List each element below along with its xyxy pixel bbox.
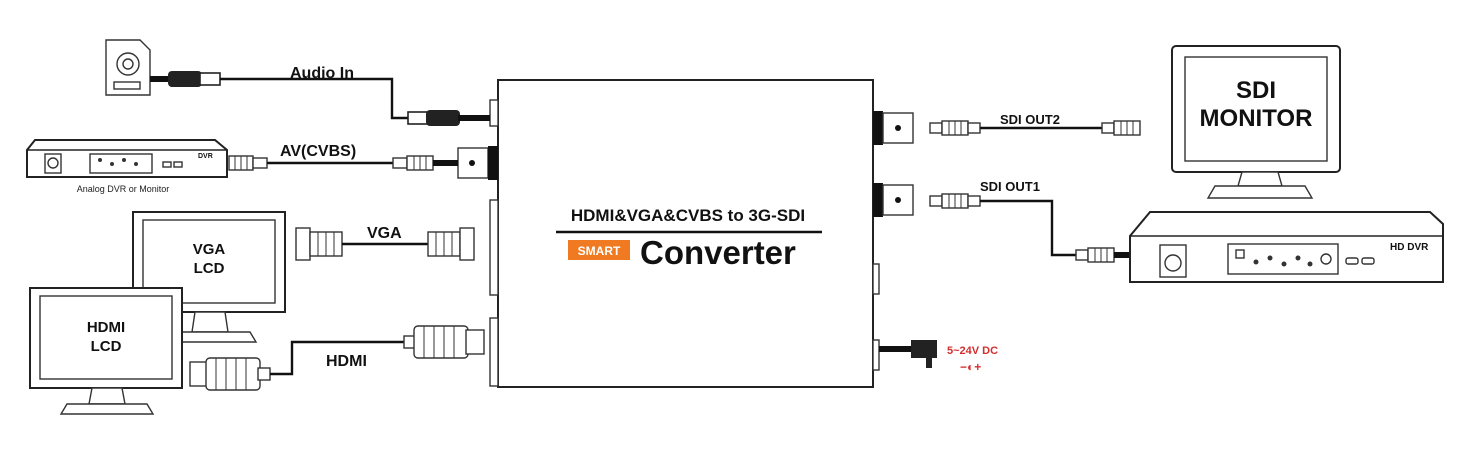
sdi-monitor-line2: MONITOR [1200,105,1313,132]
sdi-out2-cable [929,120,1141,136]
hdmi-label: HDMI [326,353,367,370]
smart-badge-bg [568,240,630,260]
av-cvbs-label: AV(CVBS) [280,143,356,160]
converter-name: Converter [640,234,796,271]
audio-in-label: Audio In [290,65,354,82]
hdmi-lcd-monitor [29,287,183,415]
hdmi-lcd-line2: LCD [91,338,122,355]
av-cable [228,155,458,171]
converter-unit: HDMI&VGA&CVBS to 3G-SDI SMART Converter [489,79,880,388]
bnc-sdi-out2-port [873,111,914,145]
analog-dvr-caption: Analog DVR or Monitor [77,184,170,194]
vga-lcd-line1: VGA [193,241,226,258]
vga-lcd-line2: LCD [194,260,225,277]
sdi-monitor-line1: SDI [1236,77,1276,104]
hd-dvr-label: HD DVR [1390,242,1429,253]
converter-title: HDMI&VGA&CVBS to 3G-SDI [571,206,805,225]
bnc-sdi-out1-port [873,183,914,217]
smart-badge: SMART [578,244,621,258]
audio-source-speaker [105,39,151,96]
bnc-av-in-port [457,146,498,180]
sdi-out1-cable [929,193,1130,263]
hd-dvr [1129,211,1444,283]
hdmi-cable [189,325,485,391]
power-plug [879,340,937,368]
vga-label: VGA [367,225,402,242]
sdi-monitor [1171,45,1341,199]
power-polarity: −◐+ [960,360,981,374]
power-label: 5~24V DC [947,345,998,357]
dvr-badge: DVR [198,153,213,160]
vga-cable [295,227,475,261]
hdmi-lcd-line1: HDMI [87,319,125,336]
sdi-out1-label: SDI OUT1 [980,179,1040,194]
audio-cable [150,71,490,126]
sdi-out2-label: SDI OUT2 [1000,112,1060,127]
analog-dvr: DVR [26,139,228,178]
